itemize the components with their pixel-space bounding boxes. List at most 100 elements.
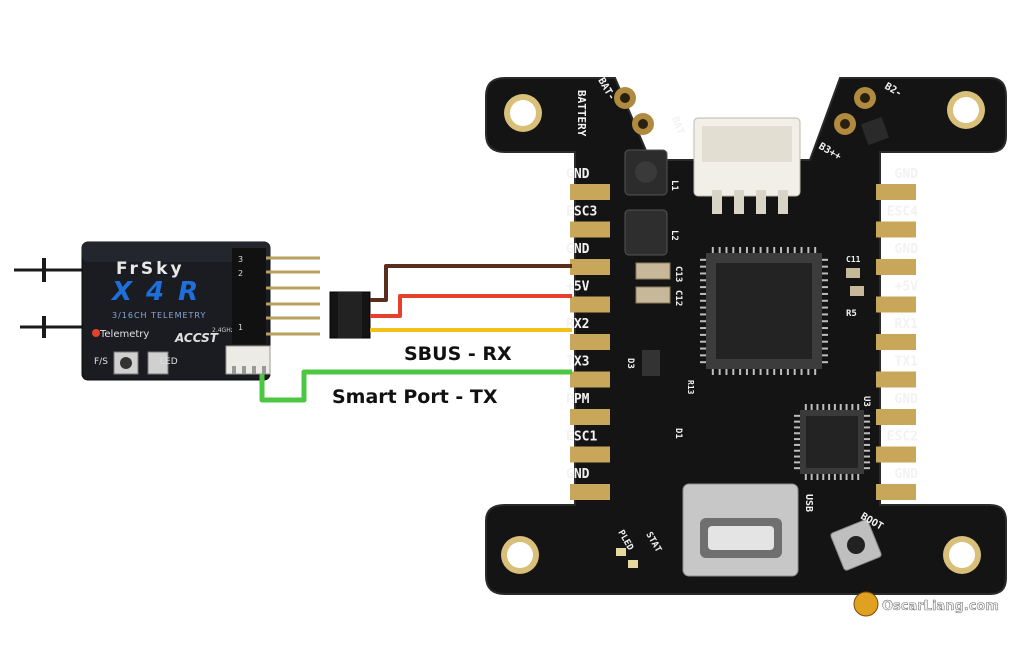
pad-label: +5V bbox=[895, 280, 919, 295]
pad-label: GND bbox=[895, 392, 919, 407]
pad bbox=[876, 446, 916, 463]
component-c11 bbox=[846, 268, 860, 278]
component-r5 bbox=[850, 286, 864, 296]
watermark: OscarLiang.com bbox=[853, 591, 999, 617]
silk-l2: L2 bbox=[669, 230, 679, 241]
right-pad-plus5v: +5V bbox=[876, 280, 918, 313]
wires bbox=[259, 264, 572, 403]
left-pad-esc1: ESC1 bbox=[566, 430, 610, 463]
pad bbox=[570, 259, 610, 275]
receiver-model: X4R bbox=[110, 277, 212, 307]
right-pad-gnd: GND bbox=[876, 392, 918, 425]
pad-label: GND bbox=[566, 467, 590, 482]
receiver-pin-2: 2 bbox=[238, 269, 243, 278]
left-pad-esc3: ESC3 bbox=[566, 205, 610, 238]
left-pad-tx3: TX3 bbox=[566, 355, 610, 388]
pad bbox=[876, 484, 916, 500]
pad-label: ESC4 bbox=[887, 205, 918, 220]
mounting-hole-top-left bbox=[504, 94, 542, 132]
pad-label: TX3 bbox=[566, 355, 589, 370]
flight-controller-board: BATTERY BAT- BAT B3++ B2- L1 L2 C13 C12 … bbox=[485, 76, 1007, 595]
left-pad-plus5v: +5V bbox=[566, 280, 610, 313]
wire-ground-brown bbox=[370, 264, 572, 302]
pad bbox=[876, 259, 916, 275]
silk-u3: U3 bbox=[861, 396, 871, 407]
led-pled bbox=[616, 548, 626, 556]
pad bbox=[570, 446, 610, 463]
pad-label: TX1 bbox=[895, 355, 919, 370]
inductor-l2 bbox=[624, 209, 668, 256]
pad-label: ESC1 bbox=[566, 430, 597, 445]
pad bbox=[876, 371, 916, 388]
pad bbox=[876, 334, 916, 350]
left-pad-gnd: GND bbox=[566, 467, 610, 500]
left-pad-ppm: PPM bbox=[566, 392, 610, 425]
receiver-led bbox=[147, 351, 169, 375]
right-pad-rx1: RX1 bbox=[876, 317, 918, 350]
pad bbox=[570, 409, 610, 425]
receiver-led-label: LED bbox=[160, 357, 178, 367]
pad-label: GND bbox=[566, 167, 590, 182]
mounting-hole-bottom-left bbox=[501, 536, 539, 574]
silk-l1: L1 bbox=[669, 180, 679, 191]
pad-label: +5V bbox=[566, 280, 590, 295]
receiver-band-label: 2.4GHz bbox=[212, 327, 234, 334]
silk-c13: C13 bbox=[673, 266, 683, 282]
receiver-pin-1: 1 bbox=[238, 323, 243, 332]
component-q bbox=[860, 116, 890, 146]
right-pad-gnd: GND bbox=[876, 167, 918, 200]
pad-label: GND bbox=[895, 467, 919, 482]
silk-usb: USB bbox=[803, 494, 814, 512]
wire-5v-red bbox=[370, 294, 572, 318]
pad bbox=[876, 296, 916, 313]
silk-bat-plus: BAT bbox=[669, 115, 686, 136]
right-pad-tx1: TX1 bbox=[876, 355, 918, 388]
watermark-text: OscarLiang.com bbox=[882, 599, 999, 614]
osd-chip bbox=[794, 404, 870, 480]
jst-connector bbox=[693, 117, 801, 214]
right-pad-gnd: GND bbox=[876, 242, 918, 275]
silk-r13: R13 bbox=[686, 380, 695, 395]
silk-c11: C11 bbox=[846, 255, 861, 264]
pad bbox=[876, 409, 916, 425]
pad-label: GND bbox=[895, 242, 919, 257]
pad-label: GND bbox=[566, 242, 590, 257]
silk-r5: R5 bbox=[846, 309, 857, 319]
receiver-fs-label: F/S bbox=[94, 357, 108, 367]
pad bbox=[876, 184, 916, 200]
capacitor-c12 bbox=[635, 286, 671, 304]
receiver-header-pins bbox=[266, 256, 320, 336]
pad bbox=[570, 334, 610, 350]
right-pad-esc2: ESC2 bbox=[876, 430, 918, 463]
pad-label: ESC3 bbox=[566, 205, 597, 220]
led-stat bbox=[628, 560, 638, 568]
right-pad-gnd: GND bbox=[876, 467, 918, 500]
label-sbus-rx: SBUS - RX bbox=[404, 343, 512, 365]
receiver-subtitle: 3/16CH TELEMETRY bbox=[112, 311, 206, 320]
usb-port bbox=[682, 483, 799, 577]
mounting-hole-top-right bbox=[947, 91, 985, 129]
wire-smartport-green bbox=[259, 369, 572, 403]
label-smartport-tx: Smart Port - TX bbox=[332, 386, 498, 408]
pad bbox=[876, 221, 916, 238]
frsky-x4r-receiver: FrSky X4R 3/16CH TELEMETRY Telemetry ACC… bbox=[14, 241, 371, 381]
silk-d3: D3 bbox=[625, 358, 635, 369]
pad-label: GND bbox=[895, 167, 919, 182]
receiver-pin-3: 3 bbox=[238, 255, 243, 264]
pad-label: PPM bbox=[566, 392, 590, 407]
pad bbox=[570, 184, 610, 200]
watermark-logo-icon bbox=[853, 591, 879, 617]
component-d3 bbox=[642, 350, 660, 376]
silk-d1: D1 bbox=[673, 428, 683, 439]
pad-label: RX1 bbox=[895, 317, 919, 332]
left-pad-gnd: GND bbox=[566, 242, 610, 275]
receiver-accst-label: ACCST bbox=[174, 331, 219, 345]
pad-label: ESC2 bbox=[887, 430, 918, 445]
silk-c12: C12 bbox=[673, 290, 683, 306]
boot-button[interactable] bbox=[830, 519, 882, 571]
battery-pads bbox=[614, 87, 876, 135]
receiver-telemetry-label: Telemetry bbox=[99, 329, 149, 340]
